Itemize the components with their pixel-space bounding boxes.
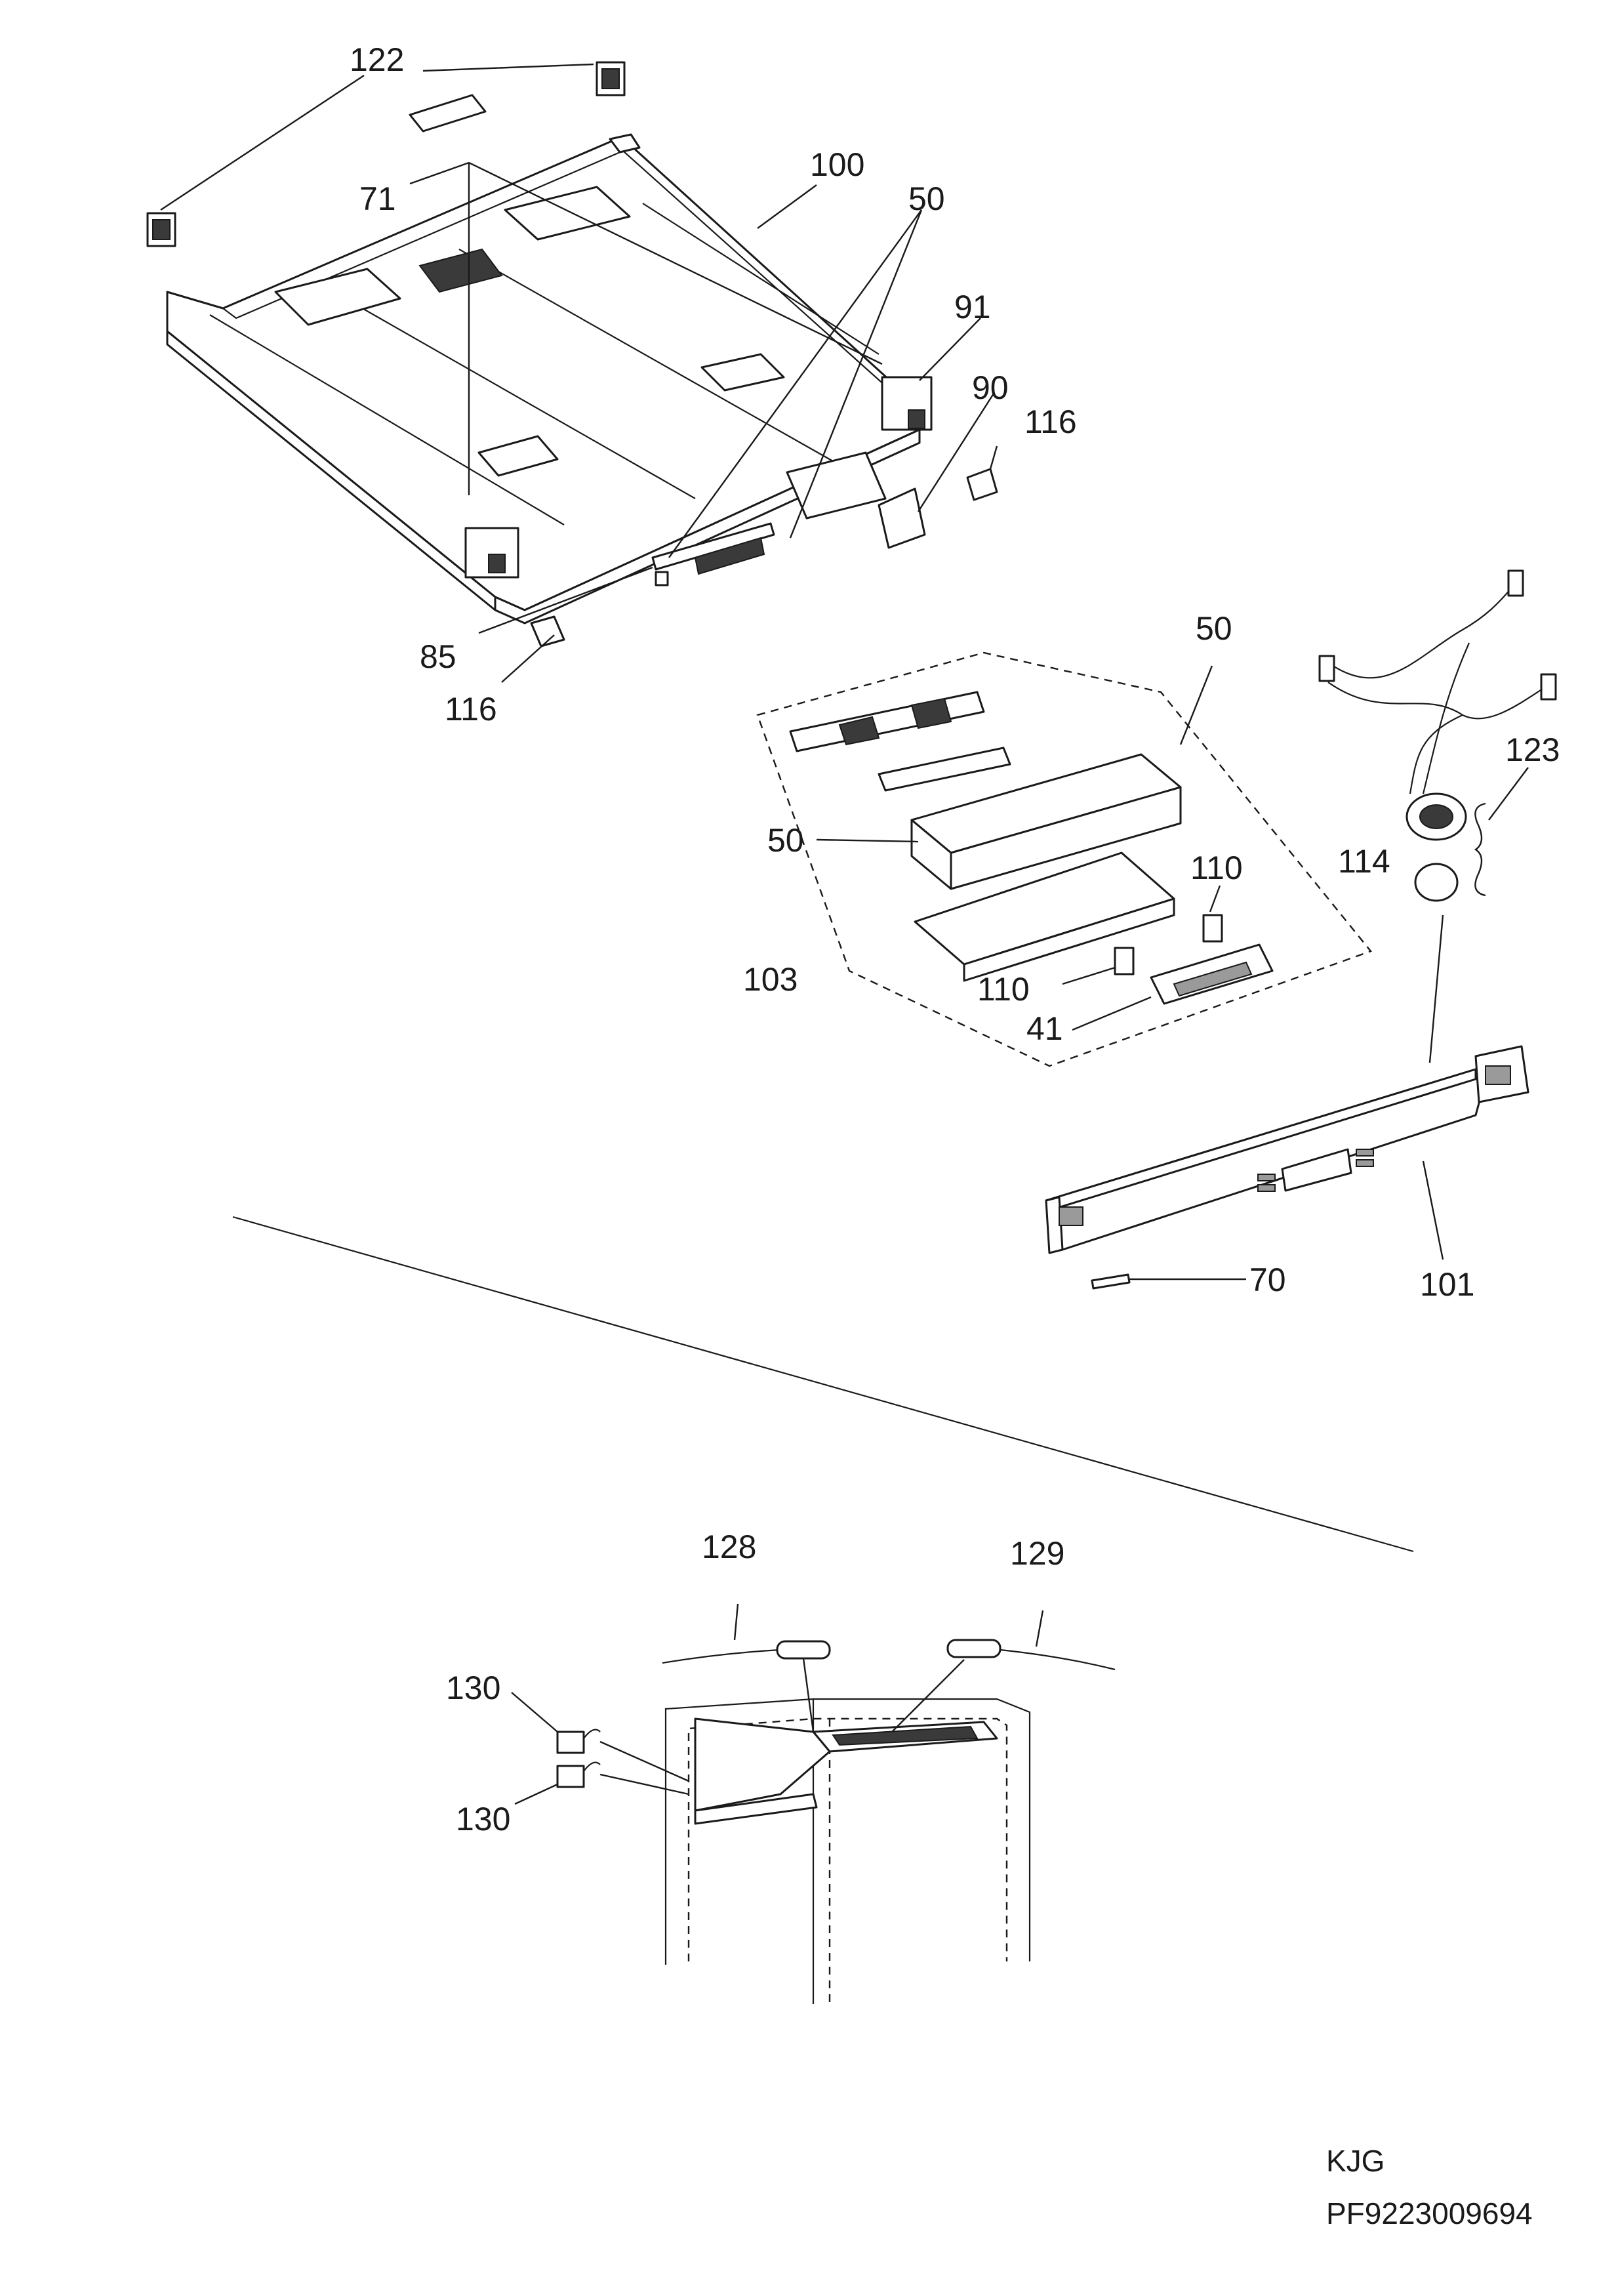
section-divider	[232, 1216, 1414, 1553]
callout-103: 103	[743, 961, 798, 998]
footer: KJG PF9223009694	[1326, 2144, 1533, 2230]
callout-122: 122	[350, 41, 404, 78]
lamp-wiring-assembly	[1318, 569, 1557, 902]
callout-123: 123	[1505, 731, 1560, 768]
callout-50-box-top: 50	[1196, 610, 1232, 647]
front-control-panel	[1045, 1045, 1529, 1290]
callout-114: 114	[1338, 843, 1390, 880]
callout-101: 101	[1420, 1266, 1474, 1303]
callout-50-top: 50	[908, 180, 945, 217]
part-116-connectors	[530, 468, 998, 647]
callout-91: 91	[954, 289, 991, 325]
cabinet-outline	[664, 1698, 1031, 2004]
callout-70: 70	[1249, 1261, 1286, 1298]
callout-110-upper: 110	[1190, 850, 1243, 886]
callout-128: 128	[702, 1528, 756, 1565]
callout-50-box-left: 50	[767, 822, 804, 859]
callout-85: 85	[420, 638, 456, 675]
part-90-transformer	[786, 451, 926, 549]
callout-116-right: 116	[1024, 403, 1077, 440]
part-71-cover	[409, 94, 487, 133]
sensor-clips-130	[556, 1729, 601, 1788]
electronics-box-group	[756, 651, 1372, 1067]
callout-130-lower: 130	[456, 1801, 510, 1837]
callout-130-upper: 130	[446, 1670, 500, 1706]
leader-lines	[160, 63, 1529, 1805]
callout-41: 41	[1026, 1010, 1063, 1047]
sensor-128	[662, 1640, 831, 1664]
callout-100: 100	[810, 146, 864, 183]
callout-110-lower: 110	[977, 971, 1030, 1008]
callout-116-left: 116	[445, 691, 497, 728]
sensor-129	[946, 1639, 1116, 1671]
drawing-part-number: PF9223009694	[1326, 2196, 1533, 2230]
part-122-clips	[146, 61, 626, 247]
drawing-code: KJG	[1326, 2144, 1385, 2178]
part-85-bracket	[651, 522, 775, 586]
top-tray-assembly	[166, 133, 933, 625]
callout-labels: 122 71 100 50 91 90 116 85 116 50 123 50…	[350, 41, 1560, 1837]
callout-90: 90	[972, 369, 1009, 406]
callout-129: 129	[1010, 1535, 1064, 1572]
callout-71: 71	[359, 180, 396, 217]
